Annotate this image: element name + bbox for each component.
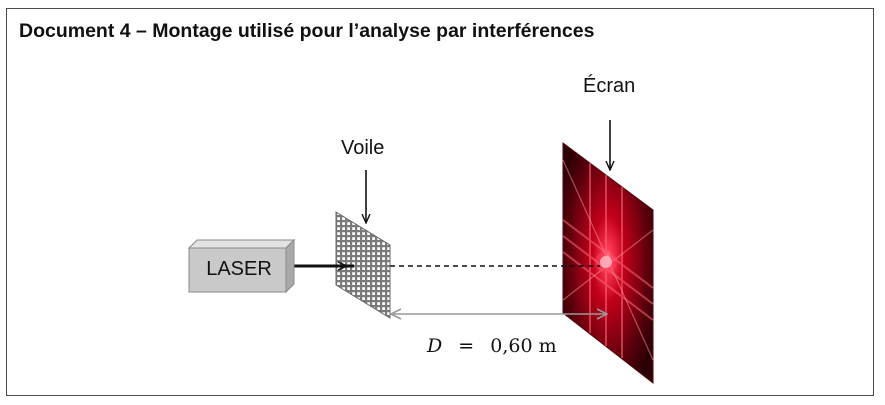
document-frame (6, 8, 874, 396)
veil-label: Voile (341, 137, 385, 159)
distance-value: 0,60 m (490, 335, 557, 357)
screen-label: Écran (583, 75, 636, 97)
distance-symbol: D (427, 335, 443, 357)
laser-device (187, 238, 296, 294)
distance-equals: = (458, 335, 475, 357)
distance-label: D = 0,60 m (427, 335, 557, 357)
laser-label: LASER (206, 258, 272, 280)
screen (562, 142, 654, 385)
document-title: Document 4 – Montage utilisé pour l’anal… (19, 20, 595, 42)
